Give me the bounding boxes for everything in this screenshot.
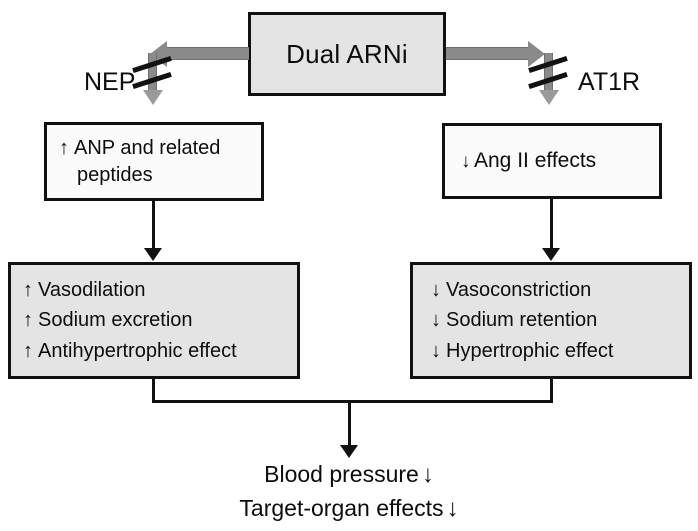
receptor-label-nep: NEP [84,68,136,96]
node-left-effects: ↑Vasodilation ↑Sodium excretion ↑Antihyp… [8,262,300,379]
outcome-text-group: Blood pressure↓ Target-organ effects↓ [0,458,698,526]
gray-arrow-right-shaft [446,47,528,60]
node-dual-arni: Dual ARNi [248,12,446,96]
node-ang-ii-line: ↓Ang II effects [461,147,649,175]
gray-arrow-at1r-shaft [544,53,553,91]
outcome-label: Blood pressure [264,461,419,487]
node-anp-peptides: ↑ANP and related peptides [44,122,264,201]
outcome-line: Blood pressure↓ [0,458,698,492]
outcome-line: Target-organ effects↓ [0,492,698,526]
node-anp-line-2: peptides [77,163,153,186]
gray-arrow-right-head [528,40,545,67]
effect-item: ↓Hypertrophic effect [431,336,681,366]
merge-horizontal-bar [152,400,553,403]
gray-arrow-left-shaft [167,47,249,60]
up-arrow-icon: ↑ [23,309,33,332]
merge-drop-right [550,379,553,403]
gray-arrow-at1r-head [538,90,559,105]
effect-label: Vasodilation [38,278,146,301]
node-right-effects: ↓Vasoconstriction ↓Sodium retention ↓Hyp… [410,262,692,379]
node-ang-ii-effects: ↓Ang II effects [442,123,662,199]
up-arrow-icon: ↑ [23,339,33,362]
outcome-label: Target-organ effects [239,495,444,522]
connector-angii-to-effects-arrowhead [542,248,560,261]
effect-item: ↓Vasoconstriction [431,275,681,305]
up-arrow-icon: ↑ [23,278,33,301]
up-arrow-icon: ↑ [59,137,69,160]
effect-item: ↑Antihypertrophic effect [23,336,289,366]
connector-angii-to-effects-line [550,199,553,249]
down-arrow-icon: ↓ [431,278,441,301]
effect-item: ↓Sodium retention [431,305,681,335]
gray-arrow-nep-shaft [148,53,157,91]
down-arrow-icon: ↓ [461,151,471,173]
effect-label: Sodium retention [446,309,598,332]
outcome-connector-arrowhead [340,445,358,458]
connector-anp-to-effects-arrowhead [144,248,162,261]
effect-item: ↑Vasodilation [23,275,289,305]
effect-label: Antihypertrophic effect [38,339,237,362]
effect-label: Vasoconstriction [446,278,592,301]
merge-drop-left [152,379,155,403]
node-dual-arni-label: Dual ARNi [286,39,408,69]
down-arrow-icon: ↓ [431,309,441,332]
down-arrow-icon: ↓ [421,461,434,488]
effect-label: Sodium excretion [38,309,193,332]
down-arrow-icon: ↓ [431,339,441,362]
node-anp-text-1: ANP and related [74,137,221,160]
effect-label: Hypertrophic effect [446,339,614,362]
gray-arrow-nep-head [142,90,163,105]
effect-item: ↑Sodium excretion [23,305,289,335]
receptor-label-at1r: AT1R [578,68,641,96]
connector-anp-to-effects-line [152,201,155,249]
node-ang-ii-text: Ang II effects [474,149,597,173]
down-arrow-icon: ↓ [446,495,459,523]
node-anp-line-1: ↑ANP and related [59,135,251,161]
outcome-connector-line [348,400,351,447]
